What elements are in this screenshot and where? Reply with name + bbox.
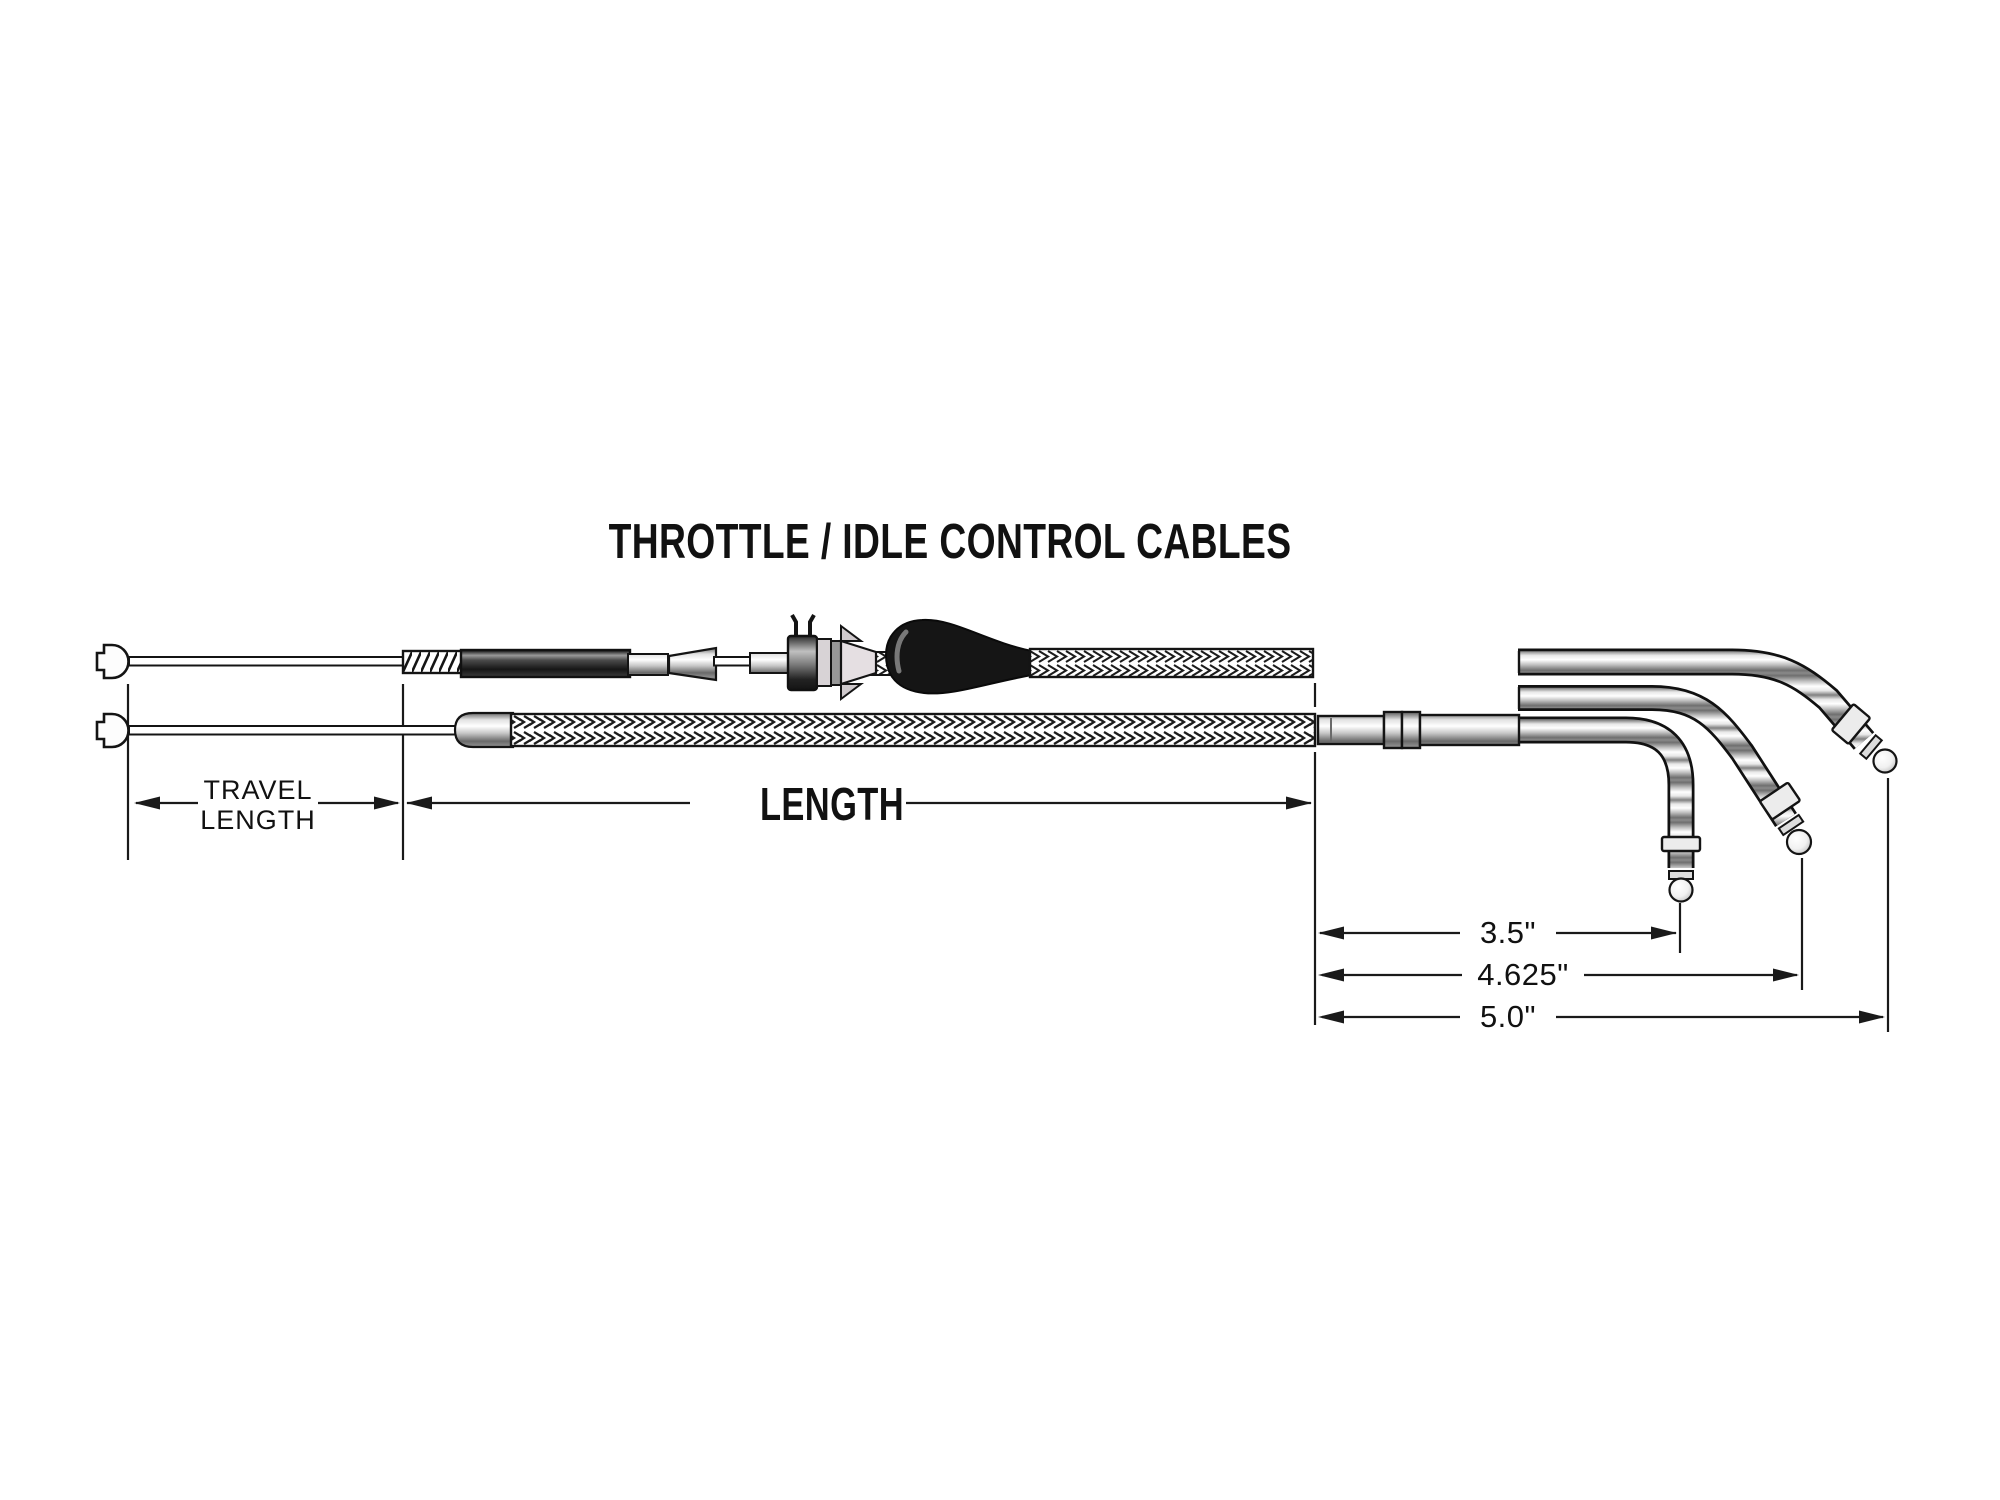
threaded-adjuster-rod [401,649,464,675]
end-length-35-label: 3.5" [1480,915,1536,950]
arrow-icon [406,796,432,810]
nipple-flare [1858,733,1884,761]
arrow-icon [134,796,160,810]
rubber-boot [884,618,1033,695]
throttle-cable [95,614,1315,701]
collet-cone [839,639,878,686]
adjuster-disc [786,634,819,692]
arrow-icon [1859,1010,1885,1024]
entry-ferrule [453,711,515,749]
arrow-icon [374,796,400,810]
cable-end-nipple [95,712,130,749]
nipple-flare [1777,813,1805,837]
end-length-4625-label: 4.625" [1477,957,1569,992]
length-label: LENGTH [760,778,904,830]
arrow-icon [1318,1010,1344,1024]
arrow-icon [1773,968,1799,982]
inner-wire-2 [713,656,753,667]
travel-length-label-line1: TRAVEL [203,775,312,805]
page-title: THROTTLE / IDLE CONTROL CABLES [609,515,1292,569]
dimension-arrowheads [134,796,1885,1024]
adjuster-washer [816,638,832,687]
end-tube-shallow-bend [1517,648,1898,774]
adjuster-locknut [830,640,842,686]
end-fitting-sleeve [1316,714,1386,746]
arrow-icon [1651,926,1677,940]
collet-flange-top [840,624,864,642]
collet-flange-bottom [840,683,864,701]
adjuster-barrel [749,652,791,674]
end-tube-90-degree [1316,710,1702,903]
travel-length-label-line2: LENGTH [200,805,316,835]
end-fitting-hex-nut [1400,710,1422,750]
flared-ferrule [667,646,718,682]
inner-wire [128,656,408,667]
ferrule-ring [1759,781,1801,821]
end-fitting-hex-nut [1382,710,1404,750]
end-tube-steep-bend [1517,685,1813,856]
cable-end-tubes [1316,648,1898,903]
boot-highlight [894,629,909,674]
arrow-icon [1318,968,1344,982]
clip-prongs [790,614,816,640]
arrow-icon [1318,926,1344,940]
cable-end-nipple [95,643,130,680]
arrow-icon [1286,796,1312,810]
ferrule-ring [1660,835,1702,853]
idle-cable [95,711,1317,749]
label-backgrounds [198,770,1584,1036]
ferrule-ring [1831,703,1871,745]
braided-sheath [509,712,1317,748]
end-length-50-label: 5.0" [1480,999,1536,1034]
ball-end [1668,877,1694,903]
inner-wire [128,725,461,736]
end-fitting-tube [1418,713,1521,747]
braided-sheath [1028,647,1315,679]
outer-housing [459,648,632,679]
ball-end [1872,748,1898,774]
inner-tube [627,653,669,676]
ball-end [1785,828,1813,856]
